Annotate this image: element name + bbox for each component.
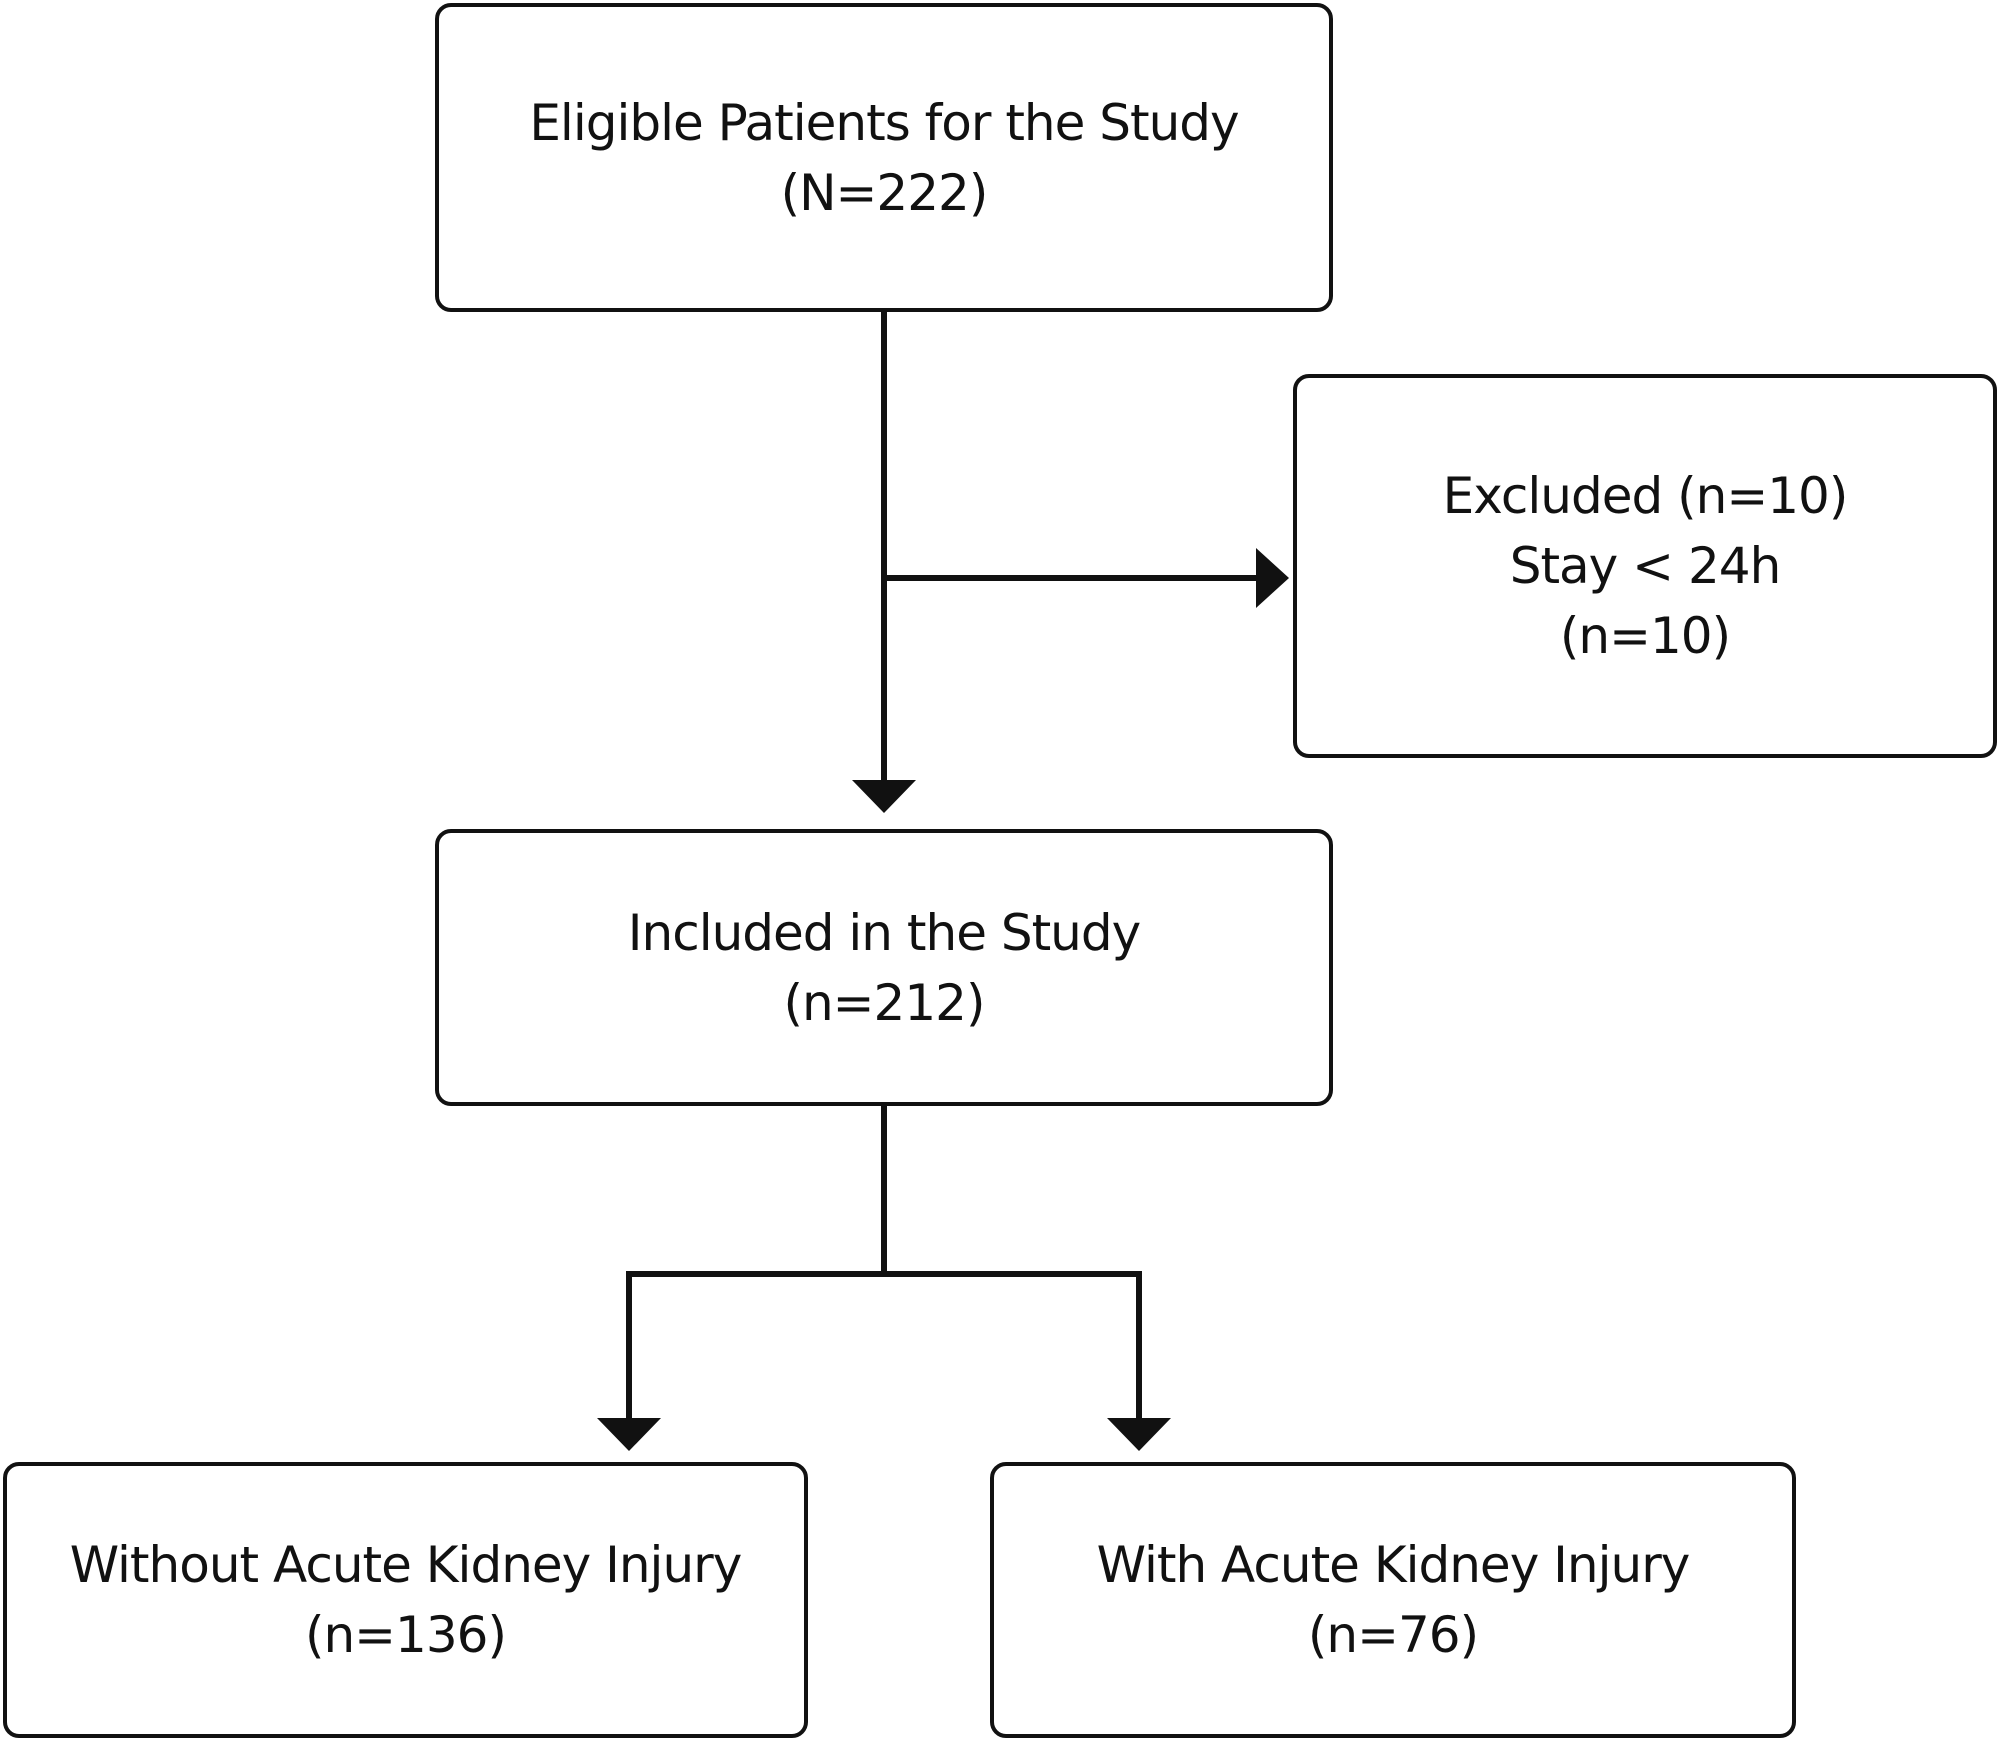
with-aki-count: (n=76) bbox=[1307, 1606, 1479, 1664]
arrowhead-included bbox=[852, 780, 916, 813]
included-node: Included in the Study (n=212) bbox=[435, 829, 1333, 1106]
excluded-title: Excluded (n=10) bbox=[1442, 467, 1849, 525]
with-aki-title: With Acute Kidney Injury bbox=[1096, 1536, 1691, 1594]
without-aki-node: Without Acute Kidney Injury (n=136) bbox=[3, 1462, 808, 1738]
without-aki-count: (n=136) bbox=[304, 1606, 507, 1664]
eligible-node: Eligible Patients for the Study (N=222) bbox=[435, 3, 1333, 312]
included-count: (n=212) bbox=[783, 973, 985, 1032]
edge-split-without bbox=[626, 1271, 1142, 1420]
without-aki-title: Without Acute Kidney Injury bbox=[69, 1536, 743, 1594]
with-aki-node: With Acute Kidney Injury (n=76) bbox=[990, 1462, 1796, 1738]
included-title: Included in the Study bbox=[627, 903, 1141, 962]
arrowhead-excluded bbox=[1256, 548, 1289, 608]
excluded-node: Excluded (n=10) Stay < 24h (n=10) bbox=[1293, 374, 1997, 758]
excluded-reason: Stay < 24h bbox=[1509, 537, 1782, 595]
excluded-count: (n=10) bbox=[1559, 607, 1731, 665]
eligible-count: (N=222) bbox=[780, 163, 989, 222]
arrowhead-with bbox=[1107, 1418, 1171, 1451]
arrowhead-without bbox=[597, 1418, 661, 1451]
eligible-title: Eligible Patients for the Study bbox=[529, 93, 1239, 152]
